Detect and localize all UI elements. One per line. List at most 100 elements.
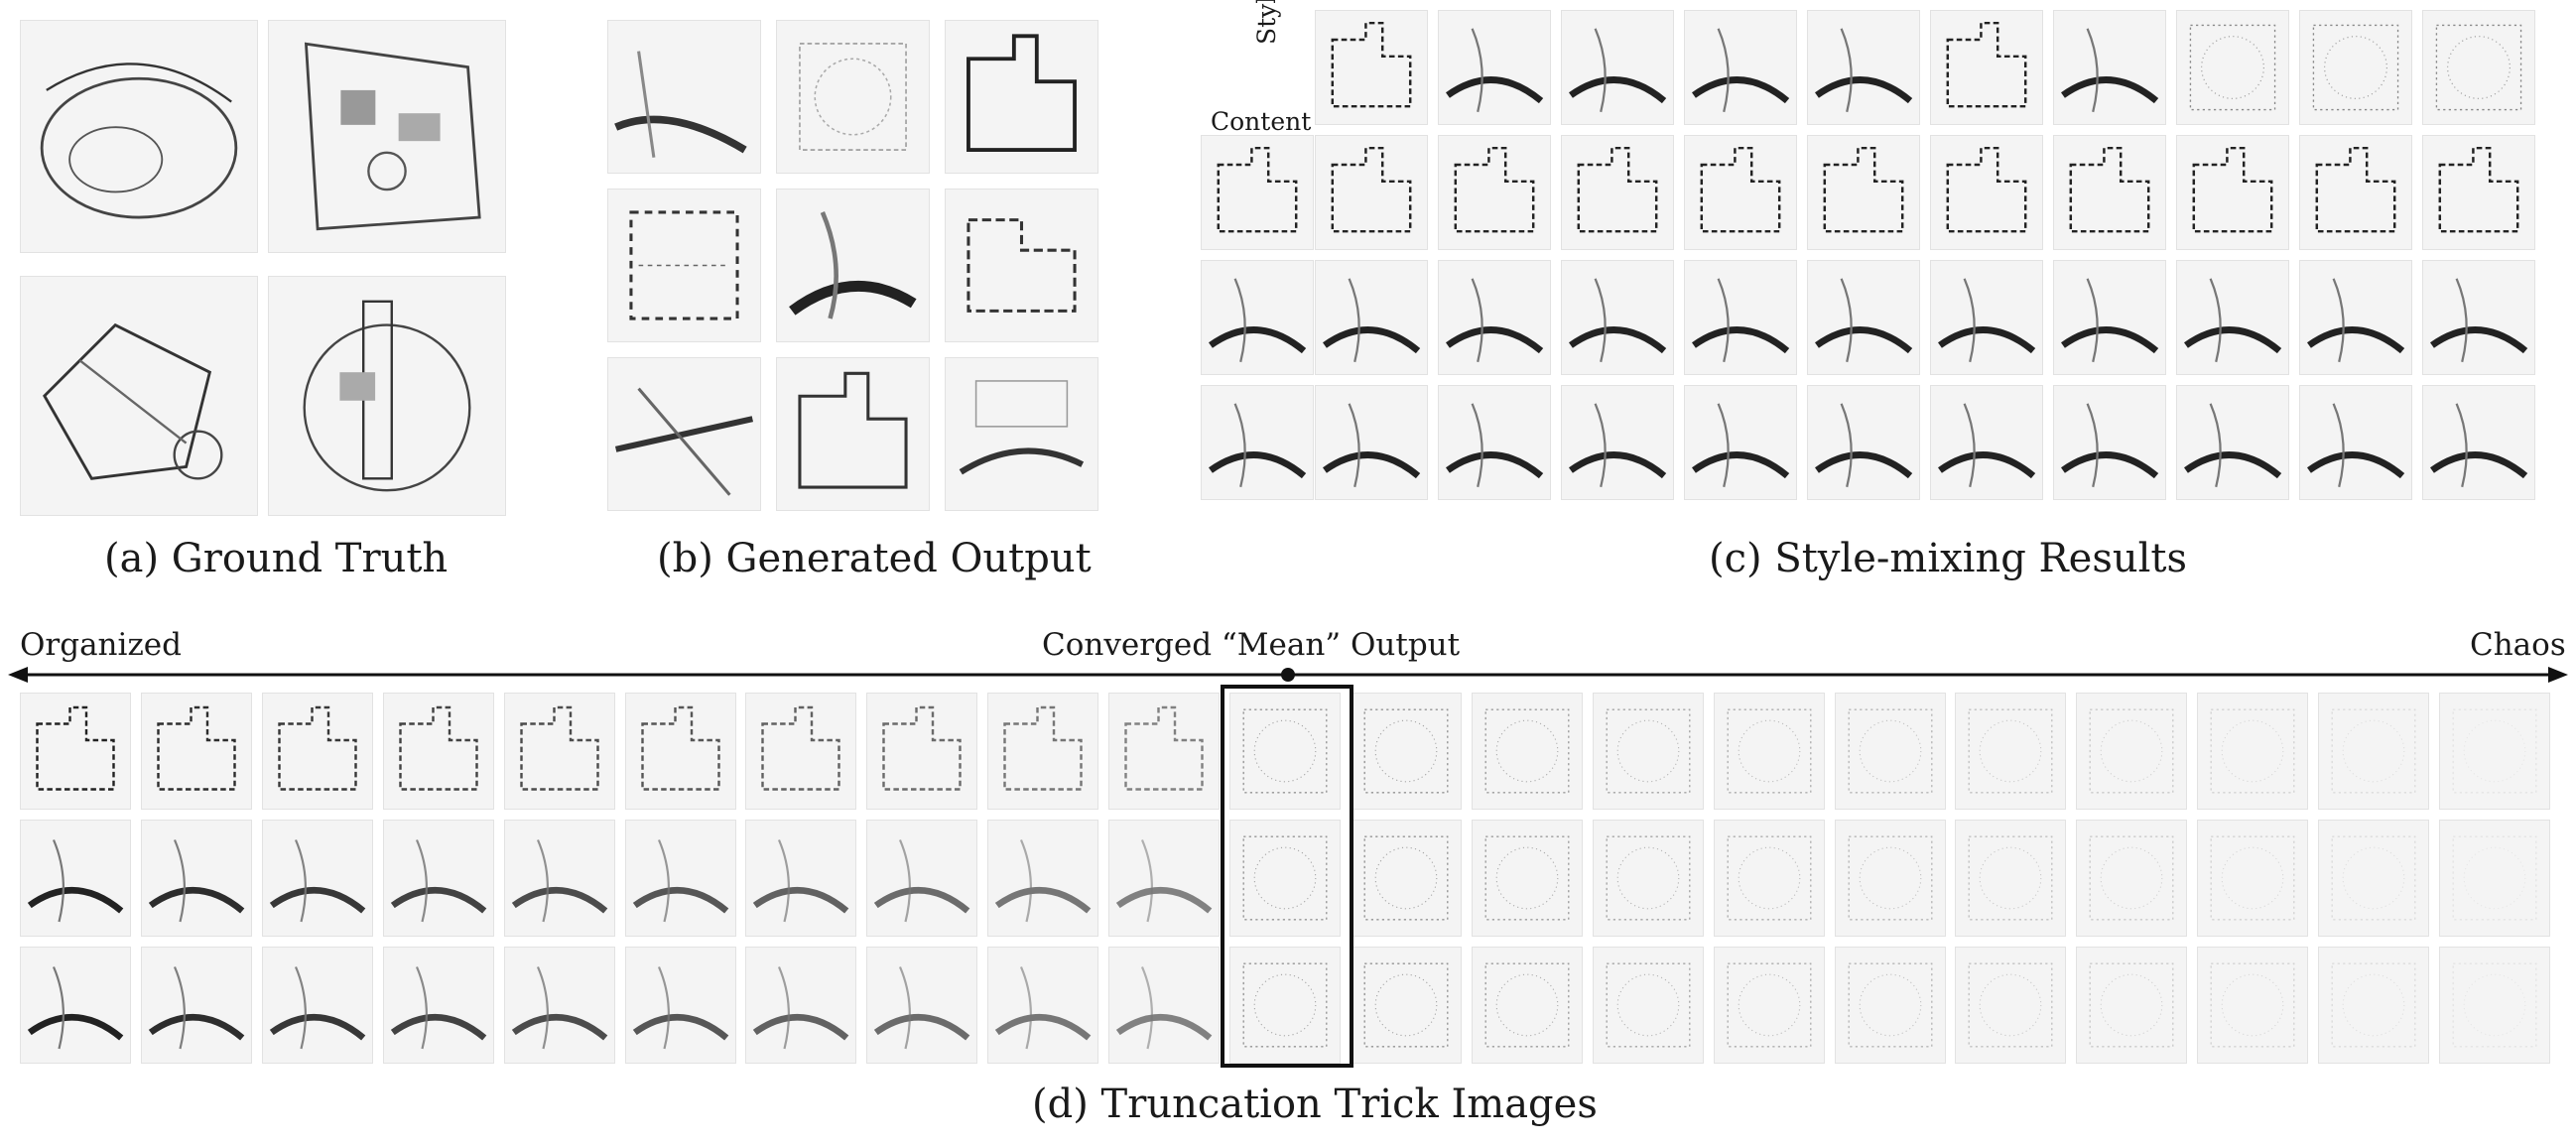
thumbnail-image bbox=[1807, 385, 1920, 500]
truncation-axis bbox=[8, 667, 2568, 683]
thumbnail-image bbox=[1315, 385, 1428, 500]
thumbnail-image bbox=[1438, 10, 1551, 125]
thumbnail-image bbox=[1229, 820, 1341, 937]
content-label: Content bbox=[1211, 107, 1312, 136]
thumbnail-image bbox=[1684, 385, 1797, 500]
thumbnail-image bbox=[624, 820, 736, 937]
generated-image bbox=[776, 189, 930, 342]
thumbnail-image bbox=[1471, 693, 1583, 810]
thumbnail-image bbox=[1684, 260, 1797, 375]
thumbnail-image bbox=[2176, 10, 2289, 125]
thumbnail-image bbox=[2197, 947, 2309, 1064]
thumbnail-image bbox=[1438, 135, 1551, 250]
thumbnail-image bbox=[1807, 10, 1920, 125]
thumbnail-image bbox=[2053, 135, 2166, 250]
thumbnail-image bbox=[1229, 947, 1341, 1064]
thumbnail-image bbox=[2176, 385, 2289, 500]
thumbnail-image bbox=[1684, 10, 1797, 125]
thumbnail-image bbox=[382, 820, 494, 937]
thumbnail-image bbox=[2439, 947, 2550, 1064]
thumbnail-image bbox=[2299, 385, 2412, 500]
thumbnail-image bbox=[2422, 10, 2535, 125]
thumbnail-image bbox=[1471, 820, 1583, 937]
thumbnail-image bbox=[1592, 693, 1704, 810]
thumbnail-image bbox=[503, 947, 615, 1064]
thumbnail-image bbox=[1955, 820, 2067, 937]
thumbnail-image bbox=[1108, 947, 1221, 1064]
generated-image bbox=[607, 189, 761, 342]
thumbnail-image bbox=[987, 820, 1099, 937]
thumbnail-image bbox=[1930, 385, 2043, 500]
thumbnail-image bbox=[1108, 820, 1221, 937]
thumbnail-image bbox=[2053, 10, 2166, 125]
thumbnail-image bbox=[745, 947, 857, 1064]
thumbnail-image bbox=[1955, 947, 2067, 1064]
thumbnail-image bbox=[1713, 947, 1825, 1064]
thumbnail-image bbox=[2318, 820, 2430, 937]
thumbnail-image bbox=[261, 693, 373, 810]
caption-truncation: (d) Truncation Trick Images bbox=[1032, 1082, 1598, 1127]
panel-style-mixing: Style Content bbox=[1201, 0, 2560, 516]
thumbnail-image bbox=[745, 693, 857, 810]
thumbnail-image bbox=[1713, 693, 1825, 810]
ground-truth-image bbox=[268, 276, 506, 516]
thumbnail-image bbox=[140, 693, 252, 810]
generated-image bbox=[776, 357, 930, 511]
converged-mean-highlight bbox=[1221, 685, 1353, 1068]
ground-truth-image bbox=[20, 276, 258, 516]
thumbnail-image bbox=[2422, 135, 2535, 250]
label-converged-mean: Converged “Mean” Output bbox=[1042, 627, 1461, 663]
thumbnail-image bbox=[2439, 693, 2550, 810]
thumbnail-image bbox=[2176, 135, 2289, 250]
thumbnail-image bbox=[140, 820, 252, 937]
label-chaos: Chaos bbox=[2470, 627, 2566, 663]
thumbnail-image bbox=[2299, 260, 2412, 375]
thumbnail-image bbox=[1201, 135, 1314, 250]
thumbnail-image bbox=[382, 947, 494, 1064]
generated-image bbox=[607, 357, 761, 511]
ground-truth-image bbox=[20, 20, 258, 253]
thumbnail-image bbox=[866, 947, 978, 1064]
thumbnail-image bbox=[1930, 135, 2043, 250]
ground-truth-image bbox=[268, 20, 506, 253]
thumbnail-image bbox=[1807, 135, 1920, 250]
thumbnail-image bbox=[1834, 947, 1946, 1064]
generated-image bbox=[945, 189, 1098, 342]
caption-generated-output: (b) Generated Output bbox=[657, 536, 1092, 581]
thumbnail-image bbox=[261, 820, 373, 937]
thumbnail-image bbox=[20, 820, 131, 937]
thumbnail-image bbox=[866, 693, 978, 810]
thumbnail-image bbox=[1350, 820, 1462, 937]
generated-image bbox=[607, 20, 761, 174]
caption-ground-truth: (a) Ground Truth bbox=[104, 536, 449, 581]
style-label: Style bbox=[1252, 0, 1281, 45]
thumbnail-image bbox=[1315, 260, 1428, 375]
thumbnail-image bbox=[2299, 10, 2412, 125]
thumbnail-image bbox=[2176, 260, 2289, 375]
thumbnail-image bbox=[1471, 947, 1583, 1064]
thumbnail-image bbox=[1438, 260, 1551, 375]
thumbnail-image bbox=[2076, 820, 2188, 937]
thumbnail-image bbox=[1350, 693, 1462, 810]
generated-image bbox=[776, 20, 930, 174]
thumbnail-image bbox=[745, 820, 857, 937]
thumbnail-image bbox=[624, 693, 736, 810]
thumbnail-image bbox=[624, 947, 736, 1064]
generated-image bbox=[945, 357, 1098, 511]
thumbnail-image bbox=[1201, 260, 1314, 375]
thumbnail-image bbox=[1561, 135, 1674, 250]
thumbnail-image bbox=[2197, 693, 2309, 810]
thumbnail-image bbox=[1592, 947, 1704, 1064]
thumbnail-image bbox=[382, 693, 494, 810]
thumbnail-image bbox=[2076, 693, 2188, 810]
thumbnail-image bbox=[503, 820, 615, 937]
thumbnail-image bbox=[1955, 693, 2067, 810]
thumbnail-image bbox=[2422, 385, 2535, 500]
thumbnail-image bbox=[1834, 693, 1946, 810]
caption-style-mixing: (c) Style-mixing Results bbox=[1709, 536, 2188, 581]
thumbnail-image bbox=[2422, 260, 2535, 375]
thumbnail-image bbox=[1561, 10, 1674, 125]
generated-image bbox=[945, 20, 1098, 174]
thumbnail-image bbox=[1438, 385, 1551, 500]
thumbnail-image bbox=[1930, 260, 2043, 375]
